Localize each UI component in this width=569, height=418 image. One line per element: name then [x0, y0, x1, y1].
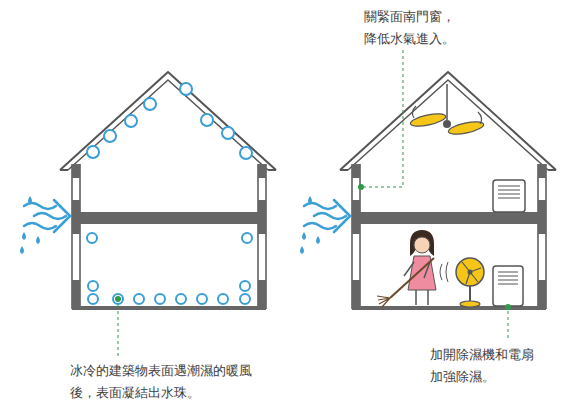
ceiling-fan: [412, 106, 481, 124]
girl-sweeping: [415, 290, 417, 305]
water-droplet: [125, 115, 137, 127]
water-droplet: [218, 294, 228, 304]
water-droplet: [240, 147, 252, 159]
electric-fan: [440, 258, 484, 307]
left-house: [20, 72, 276, 310]
water-droplet: [240, 294, 250, 304]
water-droplet: [87, 146, 99, 158]
dehumidifier: [498, 272, 518, 284]
ceiling-fan: [446, 84, 448, 120]
ceiling-fan: [409, 84, 484, 137]
electric-fan: [440, 262, 448, 282]
water-droplet: [201, 114, 213, 126]
leader-line: [118, 305, 119, 356]
right-house: [300, 72, 556, 310]
water-droplet: [88, 281, 98, 291]
ceiling-fan: [443, 120, 451, 128]
water-droplet: [144, 98, 156, 110]
ceiling-fan: [447, 119, 484, 136]
water-droplet: [197, 294, 207, 304]
water-droplet: [113, 294, 123, 304]
water-droplet: [222, 127, 234, 139]
water-droplet: [240, 281, 250, 291]
girl-sweeping: [390, 258, 434, 298]
girl-sweeping: [377, 230, 436, 307]
leader-line: [118, 50, 508, 356]
electric-fan: [469, 284, 471, 303]
dehumidifier: [493, 180, 525, 212]
leader-dot: [115, 296, 121, 302]
ceiling-fan: [409, 111, 446, 128]
callout-text: 關緊面南門窗， 降低水氣進入。: [364, 6, 465, 50]
leader-line: [364, 50, 403, 187]
water-droplet: [176, 294, 186, 304]
leader-dot: [505, 304, 511, 310]
water-droplet: [88, 294, 98, 304]
girl-sweeping: [427, 290, 429, 305]
water-droplet: [155, 294, 165, 304]
water-droplet: [104, 130, 116, 142]
water-droplet: [87, 233, 97, 243]
water-droplet: [242, 233, 252, 243]
girl-sweeping: [410, 230, 434, 256]
leader-dot: [358, 184, 364, 190]
electric-fan: [462, 262, 481, 284]
electric-fan: [460, 301, 480, 307]
callout-text: 冰冷的建築物表面遇潮濕的暖風 後，表面凝結出水珠。: [70, 360, 262, 404]
dehumidifier: [493, 266, 523, 306]
water-droplet: [134, 294, 144, 304]
leader-line: [508, 311, 509, 340]
dehumidifier: [493, 266, 523, 306]
water-droplet: [87, 83, 252, 304]
electric-fan: [468, 270, 473, 275]
girl-sweeping: [414, 237, 430, 253]
girl-sweeping: [377, 296, 390, 307]
electric-fan: [456, 258, 484, 286]
leader-dot: [115, 184, 511, 310]
callout-text: 加開除濕機和電扇 加強除濕。: [430, 344, 544, 388]
water-droplet: [180, 83, 192, 95]
dehumidifier: [493, 180, 525, 212]
dehumidifier: [498, 186, 520, 198]
